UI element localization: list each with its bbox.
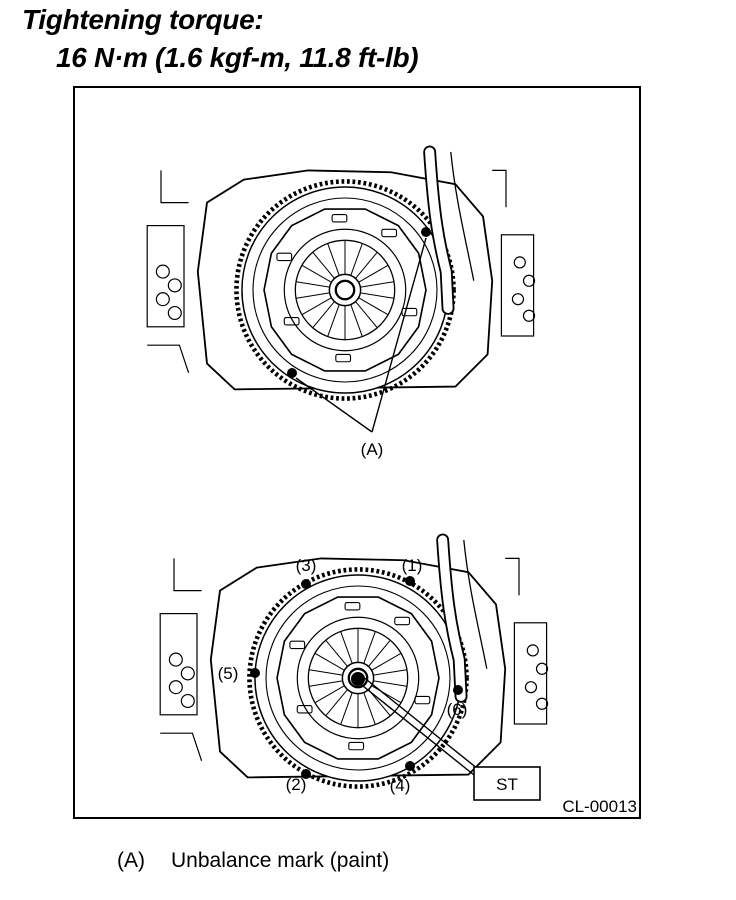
bolt-5 xyxy=(250,668,260,678)
unbalance-mark-left xyxy=(287,368,297,378)
bolt-label-5: (5) xyxy=(218,664,239,683)
unbalance-mark-right xyxy=(421,227,431,237)
legend-text: Unbalance mark (paint) xyxy=(171,849,390,872)
callout-a: (A) xyxy=(361,440,384,459)
clutch-top-view: (A) xyxy=(147,152,534,459)
bolt-2 xyxy=(301,769,311,779)
bolt-label-1: (1) xyxy=(402,556,423,575)
bolt-label-3: (3) xyxy=(296,556,317,575)
st-tool-label: ST xyxy=(496,775,518,794)
bolt-label-2: (2) xyxy=(286,775,307,794)
clutch-bottom-view: (1) (2) (3) (4) (5) (6) ST xyxy=(160,540,547,801)
bolt-6 xyxy=(453,685,463,695)
st-tool-box xyxy=(473,766,541,801)
bolt-3 xyxy=(301,579,311,589)
figure-code: CL-00013 xyxy=(562,797,637,816)
bolt-label-4: (4) xyxy=(390,776,411,795)
figure-frame xyxy=(73,86,641,819)
bolt-label-6: (6) xyxy=(447,700,468,719)
torque-value: 16 N·m (1.6 kgf-m, 11.8 ft-lb) xyxy=(56,42,419,73)
torque-heading: Tightening torque: xyxy=(22,4,264,35)
legend: (A) Unbalance mark (paint) xyxy=(117,849,389,873)
bolt-4 xyxy=(405,761,415,771)
legend-code: (A) xyxy=(117,849,145,872)
bolt-1 xyxy=(405,576,415,586)
